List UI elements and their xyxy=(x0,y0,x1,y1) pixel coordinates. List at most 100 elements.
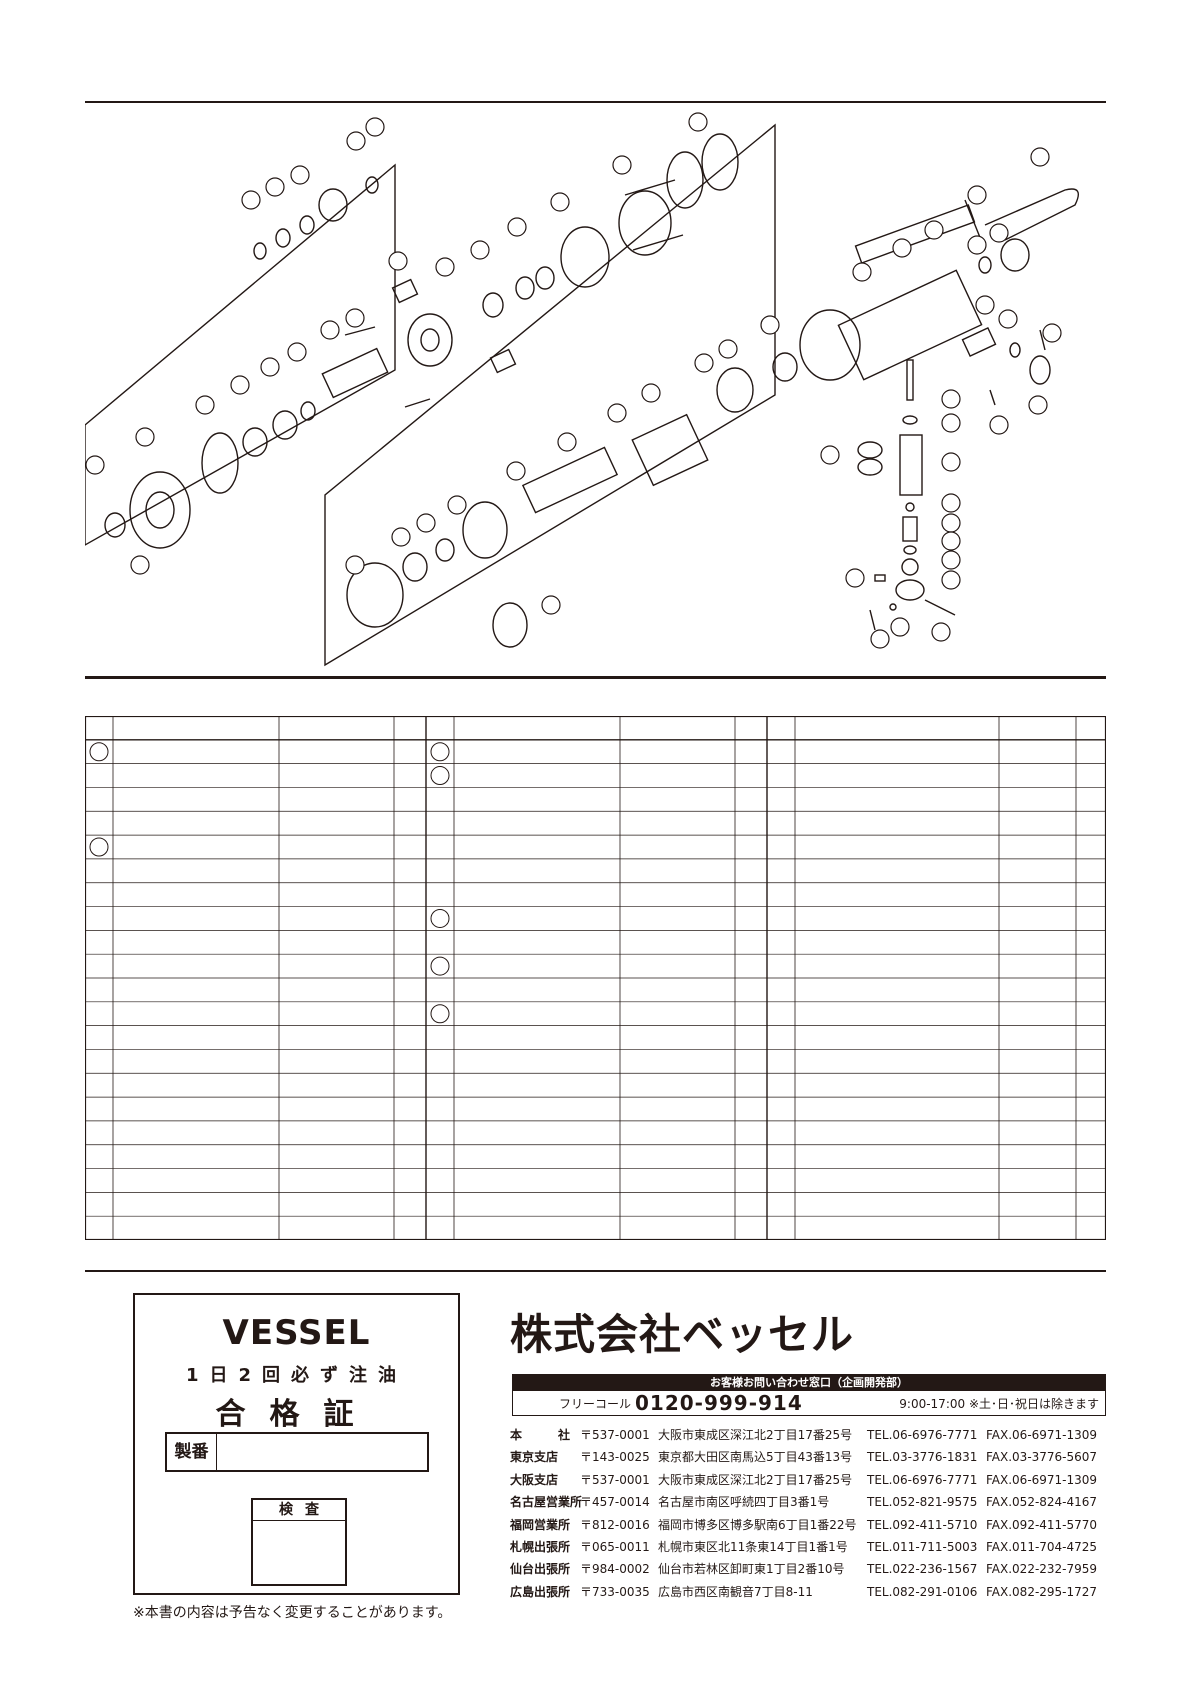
top-rule xyxy=(85,101,1106,103)
callout xyxy=(641,383,661,403)
o-ring-large-2 xyxy=(701,133,739,191)
valve-sleeve xyxy=(899,434,923,496)
office-row: 仙台出張所 〒984-0002 仙台市若林区卸町東1丁目2番10号 TEL.02… xyxy=(510,1558,1110,1580)
valve-body xyxy=(895,579,925,601)
callout xyxy=(820,445,840,465)
callout xyxy=(470,240,490,260)
callout xyxy=(195,395,215,415)
bushing-part xyxy=(242,427,268,457)
callout xyxy=(998,309,1018,329)
callout xyxy=(507,217,527,237)
callout xyxy=(388,251,408,271)
callout xyxy=(506,461,526,481)
office-tel: TEL.082-291-0106 xyxy=(867,1584,978,1599)
callout xyxy=(718,339,738,359)
housing-part xyxy=(129,471,191,549)
ring-part-2 xyxy=(435,538,455,562)
bearing-part-3 xyxy=(402,552,428,582)
office-address: 大阪市東成区深江北2丁目17番25号 xyxy=(658,1472,853,1487)
valve-pin xyxy=(906,359,914,401)
trigger-lever xyxy=(854,204,976,264)
o-ring-large xyxy=(666,151,704,209)
callout xyxy=(989,223,1009,243)
callout xyxy=(230,375,250,395)
free-call-number[interactable]: 0120-999-914 xyxy=(635,1391,803,1415)
motor-housing-front xyxy=(799,309,861,381)
office-fax: FAX.06-6971-1309 xyxy=(986,1472,1098,1487)
callout xyxy=(967,235,987,255)
office-fax: FAX.011-704-4725 xyxy=(986,1539,1098,1554)
callout xyxy=(612,155,632,175)
row-marker xyxy=(430,1004,450,1024)
nut-part xyxy=(104,512,126,538)
spindle-part xyxy=(321,347,389,399)
callout xyxy=(870,629,890,649)
contact-bar: お客様お問い合わせ窓口（企画開発部） フリーコール 0120-999-914 9… xyxy=(512,1374,1106,1416)
row-marker xyxy=(430,742,450,762)
callout xyxy=(550,192,570,212)
office-name: 大阪支店 xyxy=(510,1472,559,1487)
cover-part xyxy=(618,190,672,256)
office-row: 広島出張所 〒733-0035 広島市西区南観音7丁目8-11 TEL.082-… xyxy=(510,1581,1110,1603)
ring-part xyxy=(300,401,316,421)
callout xyxy=(557,432,577,452)
callout xyxy=(989,415,1009,435)
office-zip: 〒537-0001 xyxy=(580,1472,650,1487)
callout xyxy=(931,622,951,642)
office-address: 大阪市東成区深江北2丁目17番25号 xyxy=(658,1428,853,1442)
callout xyxy=(941,513,961,533)
callout xyxy=(130,555,150,575)
parts-list-table xyxy=(85,716,1106,1240)
callout xyxy=(852,262,872,282)
callout xyxy=(941,531,961,551)
office-name: 広島出張所 xyxy=(510,1584,571,1599)
callout xyxy=(287,342,307,362)
office-address: 広島市西区南観音7丁目8-11 xyxy=(658,1584,813,1599)
callout xyxy=(345,555,365,575)
lower-rule xyxy=(85,1270,1106,1272)
office-row: 札幌出張所 〒065-0011 札幌市東区北11条東14丁目1番1号 TEL.0… xyxy=(510,1536,1110,1558)
office-fax: FAX.06-6971-1309 xyxy=(986,1428,1098,1442)
callout xyxy=(290,165,310,185)
callout xyxy=(941,389,961,409)
regulator-part xyxy=(961,326,997,358)
office-fax: FAX.03-3776-5607 xyxy=(986,1450,1098,1465)
row-marker xyxy=(89,837,109,857)
office-tel: TEL.06-6976-7771 xyxy=(867,1472,978,1487)
callout xyxy=(890,617,910,637)
rear-plate-part xyxy=(716,367,754,413)
air-inlet-part xyxy=(1000,238,1030,272)
center-panel-outline xyxy=(324,123,776,667)
gear-part xyxy=(482,292,504,318)
callout xyxy=(1030,147,1050,167)
end-cap-part xyxy=(346,562,404,628)
callout xyxy=(967,185,987,205)
callout xyxy=(447,495,467,515)
office-list: 本 社 〒537-0001 大阪市東成区深江北2丁目17番25号 TEL.06-… xyxy=(510,1424,1110,1603)
inspection-label: 検査 xyxy=(253,1500,345,1521)
office-zip: 〒065-0011 xyxy=(580,1539,650,1554)
handle-body xyxy=(837,269,983,381)
hanger-hook xyxy=(984,188,1079,241)
callout xyxy=(941,570,961,590)
office-zip: 〒457-0014 xyxy=(580,1495,650,1510)
callout xyxy=(265,177,285,197)
office-name: 札幌出張所 xyxy=(510,1539,571,1554)
callout xyxy=(391,527,411,547)
rotor-part xyxy=(521,446,619,514)
office-zip: 〒143-0025 xyxy=(580,1450,650,1465)
jaw-part-2 xyxy=(489,348,517,374)
office-address: 仙台市若林区卸町東1丁目2番10号 xyxy=(658,1562,845,1577)
bearing-part xyxy=(515,276,535,300)
callout xyxy=(435,257,455,277)
clutch-housing-part xyxy=(407,313,453,367)
office-address: 福岡市博多区博多駅南6丁目1番22号 xyxy=(658,1517,857,1532)
business-hours: 9:00-17:00 ※土･日･祝日は除きます xyxy=(899,1397,1099,1411)
callout xyxy=(365,117,385,137)
callout xyxy=(924,220,944,240)
callout xyxy=(346,131,366,151)
office-row: 東京支店 〒143-0025 東京都大田区南馬込5丁目43番13号 TEL.03… xyxy=(510,1446,1110,1468)
mid-rule xyxy=(85,676,1106,679)
callout xyxy=(892,238,912,258)
office-tel: TEL.06-6976-7771 xyxy=(867,1428,978,1442)
